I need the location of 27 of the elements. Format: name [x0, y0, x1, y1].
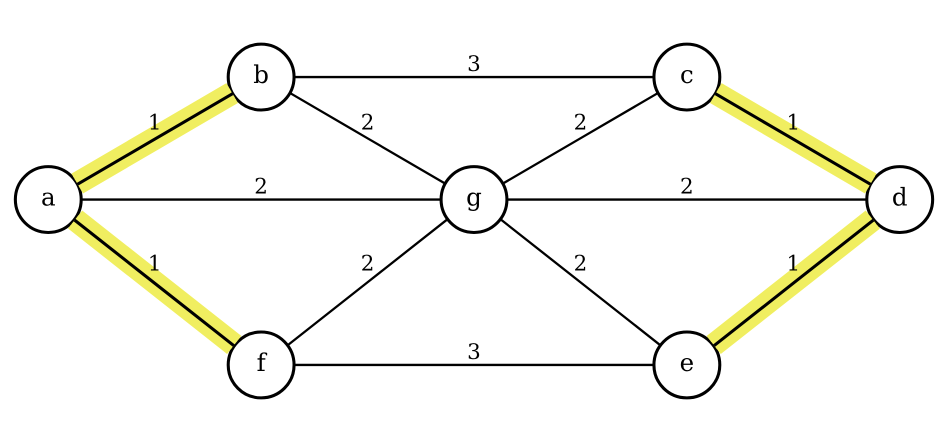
node-circle: d — [865, 165, 934, 234]
connector — [706, 210, 880, 354]
node-circle: b — [226, 42, 296, 112]
connector — [290, 92, 446, 185]
connector — [500, 218, 661, 346]
connector — [710, 83, 877, 194]
connector — [287, 218, 448, 346]
edge-label: 2 — [680, 174, 694, 200]
connector — [502, 92, 658, 185]
edge-label: 3 — [467, 52, 481, 78]
edge-label: 2 — [360, 251, 374, 276]
node-circle: g — [440, 165, 508, 234]
connector — [294, 364, 654, 366]
edge-label: 2 — [574, 251, 588, 276]
connector — [68, 210, 242, 354]
connector — [71, 83, 238, 194]
node-circle: f — [226, 330, 296, 400]
connector — [82, 198, 441, 201]
node-circle: e — [652, 330, 722, 400]
node-circle: c — [652, 42, 722, 112]
edge-label: 2 — [254, 174, 268, 200]
node-circle: a — [14, 165, 83, 234]
connector — [507, 198, 867, 201]
connector — [294, 76, 654, 78]
edge-label: 3 — [467, 340, 481, 366]
edge-label: 2 — [360, 110, 374, 136]
edge-label: 2 — [574, 110, 588, 136]
